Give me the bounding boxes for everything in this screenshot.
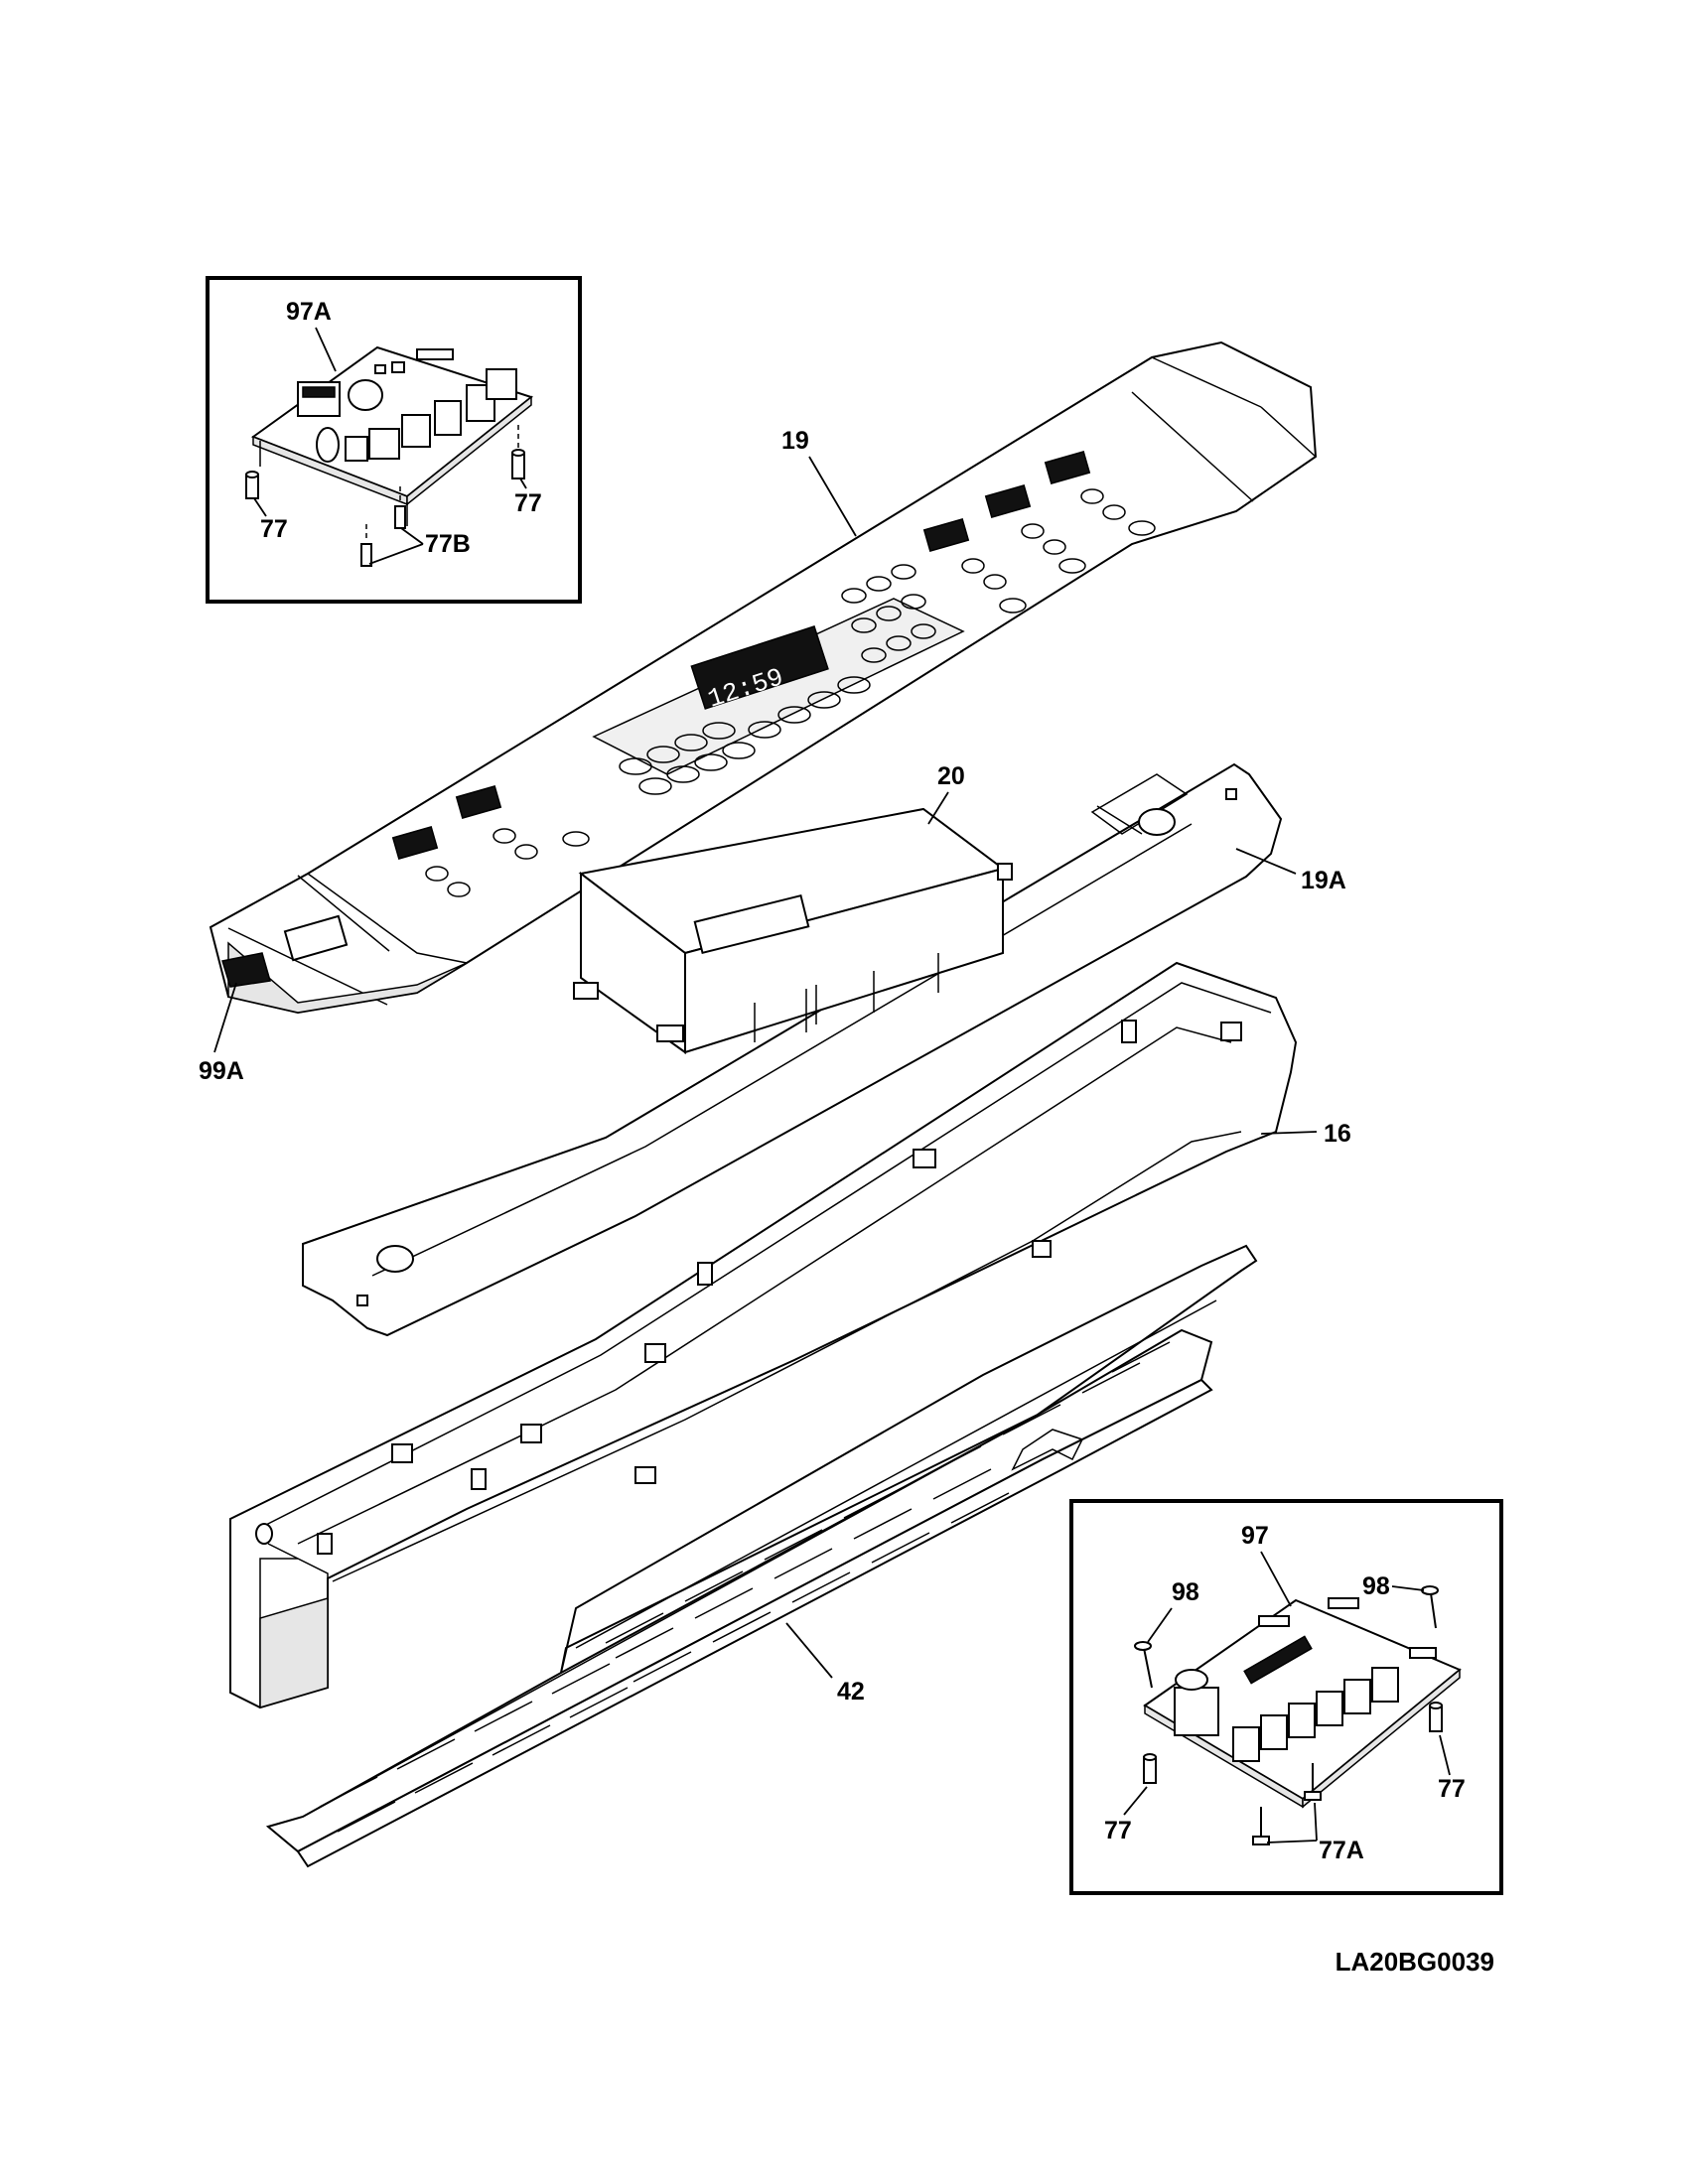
callout-97: 97: [1241, 1522, 1269, 1550]
callout-98-right: 98: [1362, 1572, 1390, 1600]
bracket-19a: 19A: [302, 762, 1346, 1337]
callout-20: 20: [937, 762, 965, 790]
drawing-code: LA20BG0039: [1336, 1947, 1494, 1977]
panel-window-left: [283, 914, 349, 962]
callout-77-bottom-right: 77: [1438, 1775, 1466, 1803]
screw-98-left: [1134, 1641, 1153, 1689]
vent-slots: [319, 1341, 1171, 1833]
support-77a: [1252, 1763, 1322, 1845]
board-97a: [250, 345, 534, 526]
bracket-hole-left: [376, 1245, 414, 1273]
standoff-77-left-top: [245, 471, 259, 499]
standoff-77-right-bottom: [1429, 1702, 1443, 1732]
inset-control-board-97: 97 98 98 77 77 77A: [1069, 1499, 1503, 1895]
callout-77-bottom-left: 77: [1104, 1817, 1132, 1844]
callout-99a: 99A: [199, 1057, 244, 1085]
callout-42: 42: [837, 1678, 865, 1706]
standoff-77-left-bottom: [1143, 1753, 1157, 1784]
ribbon-cable-99a: [221, 952, 271, 988]
module-window: [693, 893, 810, 955]
control-panel-19: 12:59: [199, 341, 1318, 1085]
vent-trim-42: 42: [265, 1244, 1258, 1868]
keypad-buttons: [619, 564, 936, 795]
display-window: [690, 625, 829, 710]
frame-clips: [317, 1020, 1242, 1555]
backguard-frame-16: 16: [229, 961, 1351, 1709]
standoff-77-right-top: [511, 425, 525, 479]
callout-77-top-right: 77: [514, 489, 542, 517]
board-97: [1143, 1597, 1462, 1809]
inset-control-board-97a: 97A 77 77 77B: [206, 276, 582, 604]
control-module-20: 20: [573, 762, 1013, 1054]
callout-77-top-left: 77: [260, 515, 288, 543]
support-77b: [360, 486, 406, 567]
burner-controls: [425, 488, 1156, 897]
callout-77a: 77A: [1319, 1837, 1364, 1864]
callout-19: 19: [781, 427, 809, 455]
callout-16: 16: [1324, 1120, 1351, 1148]
callout-19a: 19A: [1301, 867, 1346, 894]
bracket-hole-right: [1138, 808, 1176, 836]
screw-98-right: [1421, 1585, 1439, 1629]
callout-98-left: 98: [1172, 1578, 1199, 1606]
burner-displays: [391, 450, 1091, 861]
callout-77b: 77B: [425, 530, 471, 558]
callout-97a: 97A: [286, 298, 332, 326]
